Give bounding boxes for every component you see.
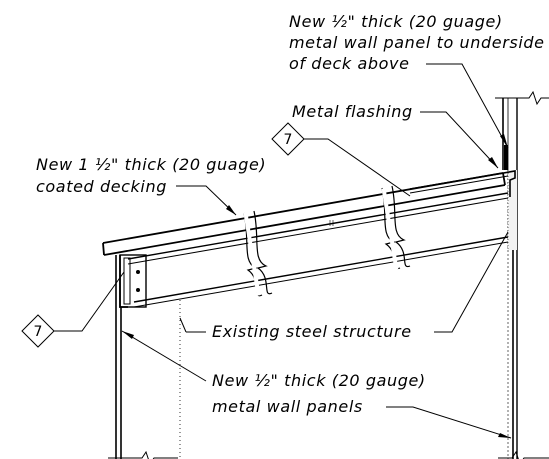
svg-text:metal wall panel to underside: metal wall panel to underside — [289, 33, 545, 52]
note-wall-panel-top: New ½" thick (20 guage) metal wall panel… — [289, 12, 545, 73]
svg-text:of deck above: of deck above — [289, 54, 410, 73]
note-wall-panels-bottom: New ½" thick (20 gauge) metal wall panel… — [212, 371, 426, 416]
svg-text:New ½" thick (20 guage): New ½" thick (20 guage) — [289, 12, 503, 31]
upper-wall-panel — [502, 98, 518, 170]
metal-flashing — [409, 170, 516, 197]
svg-text:7: 7 — [34, 324, 43, 340]
svg-text:New ½" thick (20 gauge): New ½" thick (20 gauge) — [212, 371, 426, 390]
steel-beam — [127, 192, 509, 308]
break-mark-top-right — [495, 90, 549, 106]
break-lines — [243, 185, 411, 297]
break-mark-bottom-left — [108, 450, 178, 459]
leader-lines — [121, 63, 512, 439]
detail-tag-upper: 7 — [271, 122, 411, 197]
svg-text:New 1 ½" thick (20 guage): New 1 ½" thick (20 guage) — [36, 155, 266, 174]
left-beam-connection — [119, 254, 147, 308]
svg-text:coated decking: coated decking — [36, 177, 167, 196]
note-structure: Existing steel structure — [212, 322, 412, 341]
note-decking: New 1 ½" thick (20 guage) coated decking — [36, 155, 266, 196]
deck-ticks — [329, 220, 334, 226]
break-mark-bottom-right — [498, 450, 549, 459]
svg-text:metal wall panels: metal wall panels — [212, 397, 363, 416]
note-flashing: Metal flashing — [292, 102, 413, 121]
steel-column-section — [507, 170, 517, 250]
detail-tag-lower: 7 — [21, 271, 125, 348]
svg-text:7: 7 — [284, 132, 293, 148]
left-wall-panel — [115, 255, 122, 459]
